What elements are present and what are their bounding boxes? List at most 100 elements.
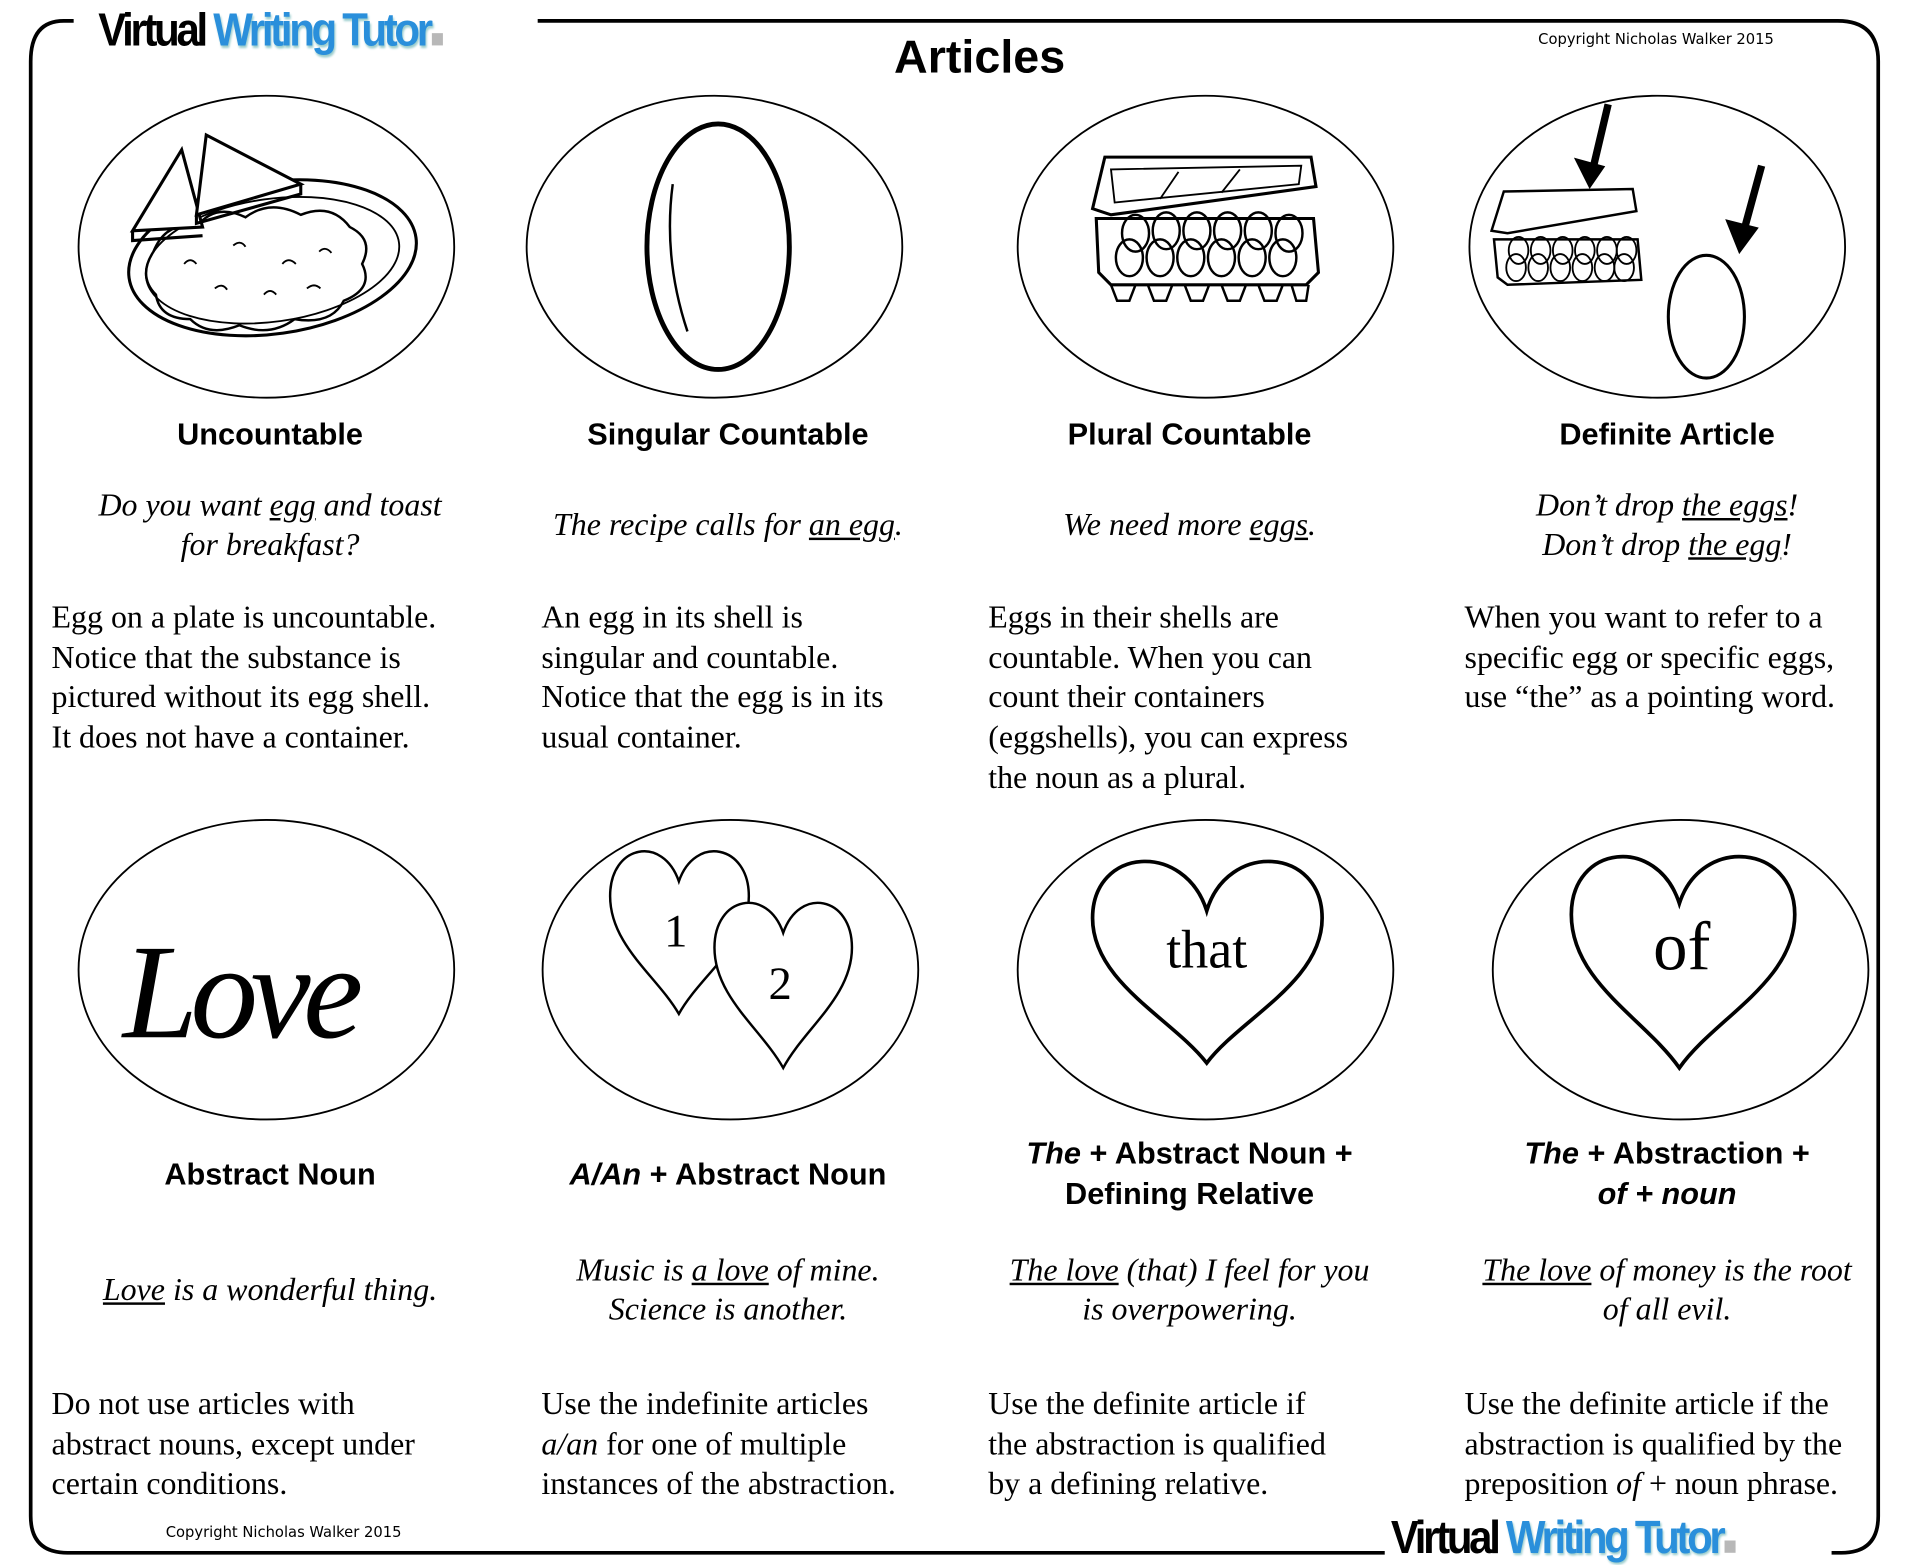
heart-two-icon [713,901,854,1071]
text-segment: Use the indefinite articles [541,1385,869,1422]
text-segment: Defining Relative [1065,1177,1315,1212]
text-line: The love (that) I feel for you [950,1251,1429,1290]
text-line: use “the” as a pointing word. [1465,678,1836,718]
text-line: abstract nouns, except under [52,1425,415,1465]
text-line: instances of the abstraction. [541,1465,896,1505]
underlined-article-phrase: the egg [1688,526,1782,563]
text-segment: preposition [1464,1466,1617,1502]
card-heading: A/An + Abstract Noun [495,1154,961,1195]
card-heading: The + Abstract Noun +Defining Relative [956,1134,1422,1215]
text-line: Notice that the substance is [52,638,437,678]
text-segment: It does not have a container. [51,719,410,756]
carton-and-egg-icon [1489,103,1766,380]
oval-the-of [1491,819,1870,1121]
text-line: usual container. [541,718,883,758]
card-heading: The + Abstraction +of + noun [1434,1134,1900,1215]
text-line: Use the definite article if the [1465,1385,1843,1425]
text-segment: Plural Countable [1067,416,1312,452]
text-line: Use the definite article if [988,1385,1326,1425]
text-segment: the abstraction is qualified [988,1425,1326,1462]
text-segment: instances of the abstraction. [541,1466,896,1502]
text-segment: count their containers [988,679,1265,715]
text-line: (eggshells), you can express [988,718,1348,758]
text-segment: Do you want [98,487,270,523]
text-line: It does not have a container. [52,718,437,758]
text-line: the abstraction is qualified [988,1425,1326,1465]
text-segment: Don’t drop [1536,487,1683,523]
text-line: When you want to refer to a [1465,598,1836,638]
text-segment: We need more [1063,506,1250,543]
text-line: The recipe calls for an egg. [489,506,968,545]
text-line: for breakfast? [31,525,510,564]
logo-bottom: Virtual Writing Tutor [1391,1512,1736,1565]
text-line: specific egg or specific eggs, [1465,638,1836,678]
text-segment: the noun as a plural. [988,759,1247,796]
underlined-article-phrase: an egg [808,506,895,543]
card-heading: Abstract Noun [37,1154,503,1195]
text-line: Definite Article [1434,414,1900,455]
text-segment: + Abstract Noun + [1080,1136,1353,1172]
text-segment: of [1616,1466,1641,1502]
text-line: A/An + Abstract Noun [495,1154,961,1195]
text-segment: of all evil. [1602,1291,1732,1327]
text-segment: (eggshells), you can express [988,719,1349,756]
heart-label-that: that [1166,919,1248,980]
text-segment: The [1524,1136,1579,1172]
text-segment: Notice that the substance is [51,639,401,675]
underlined-article-phrase: The love [1482,1252,1592,1288]
text-segment: Science is another. [608,1291,848,1327]
text-line: singular and countable. [541,638,883,678]
oval-plural [1016,94,1395,399]
oval-abstract [77,819,456,1121]
text-segment: by a defining relative. [988,1466,1269,1502]
text-line: Egg on a plate is uncountable. [52,598,437,638]
oval-the-relative [1016,819,1395,1121]
text-line: Eggs in their shells are [988,598,1348,638]
text-segment: Notice that the egg is in its [541,679,884,715]
heart-label-two: 2 [768,958,792,1011]
egg-carton-icon [1090,155,1321,302]
text-line: by a defining relative. [988,1465,1326,1505]
text-segment: When you want to refer to a [1464,599,1823,635]
text-segment: certain conditions. [51,1466,288,1502]
text-line: Plural Countable [956,414,1422,455]
text-line: pictured without its egg shell. [52,678,437,718]
text-line: Use the indefinite articles [541,1385,896,1425]
text-line: Do you want egg and toast [31,486,510,525]
underlined-article-phrase: Love [102,1271,165,1308]
text-line: count their containers [988,678,1348,718]
text-segment: Uncountable [177,416,364,452]
egg-icon [644,121,792,372]
oval-uncountable [77,94,456,399]
text-segment: use “the” as a pointing word. [1464,679,1836,715]
text-line: Don’t drop the egg! [1428,525,1907,564]
text-line: the noun as a plural. [988,758,1348,798]
text-segment: and toast [315,487,442,523]
explanation-text: When you want to refer to a specific egg … [1465,598,1836,718]
text-segment: + Abstract Noun [641,1156,887,1192]
underlined-article-phrase: The love [1009,1252,1119,1288]
text-line: Abstract Noun [37,1154,503,1195]
text-segment: (that) I feel for you [1118,1252,1370,1288]
heart-that-icon [1090,859,1324,1067]
page-border [28,19,1881,1555]
text-segment: specific egg or specific eggs, [1464,639,1835,675]
text-segment: The recipe calls for [553,506,809,543]
text-segment: pictured without its egg shell. [51,679,431,715]
text-line: Singular Countable [495,414,961,455]
example-sentence: We need more eggs. [950,506,1429,545]
text-segment: for breakfast? [180,526,360,563]
text-segment: + noun phrase. [1640,1466,1839,1502]
page-title: Articles [894,31,1066,84]
text-segment: . [894,506,903,543]
text-line: Love is a wonderful thing. [31,1270,510,1309]
text-segment: is overpowering. [1082,1291,1297,1327]
text-line: The + Abstraction + [1434,1134,1900,1175]
